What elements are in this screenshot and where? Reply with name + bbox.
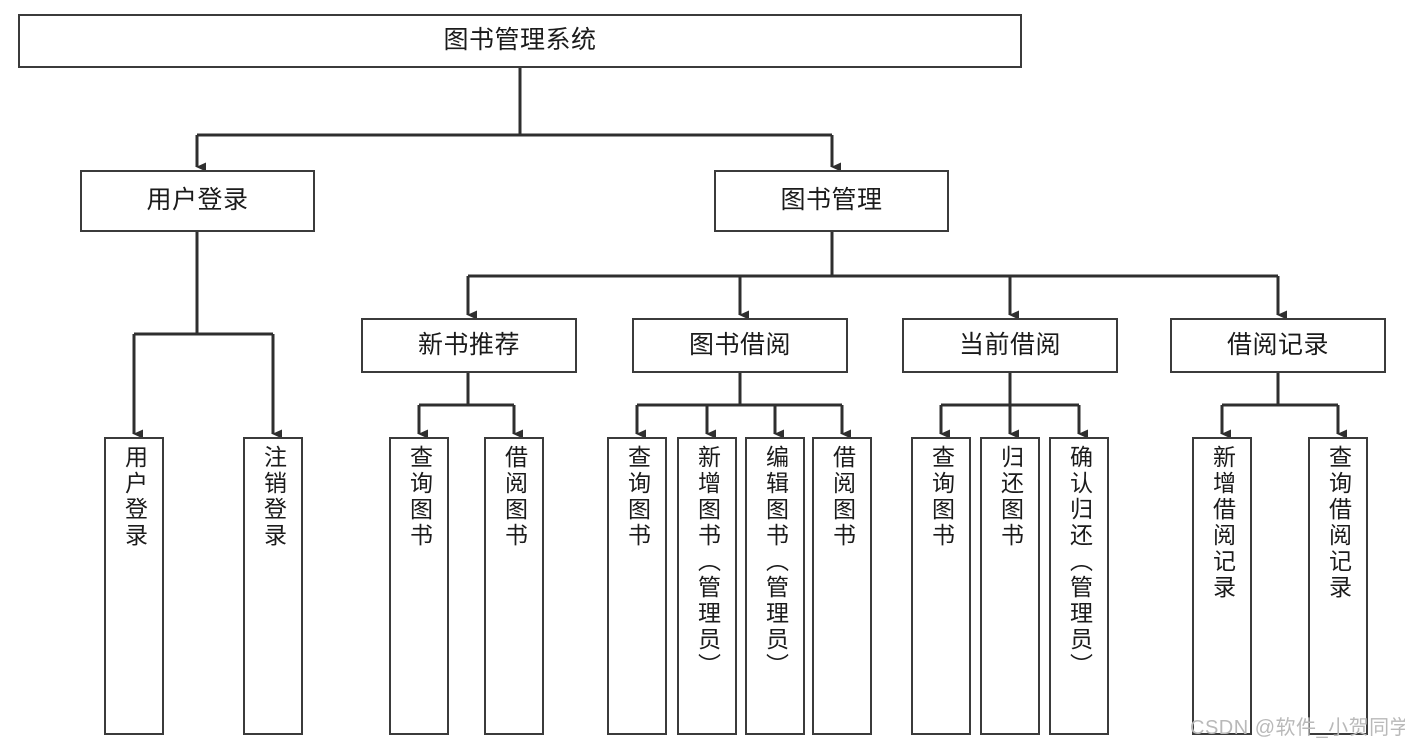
node-leaf-edit-book-admin-label: 编辑图书（管理员）	[762, 445, 789, 679]
node-leaf-add-book-admin[interactable]: 新增图书（管理员）	[677, 437, 737, 735]
node-leaf-logout-login-label: 注销登录	[260, 445, 287, 549]
node-leaf-query-borrow-record[interactable]: 查询借阅记录	[1308, 437, 1368, 735]
node-new-book-recommend-label: 新书推荐	[417, 330, 520, 359]
node-leaf-borrow-book-borrow[interactable]: 借阅图书	[812, 437, 872, 735]
csdn-watermark: CSDN @软件_小贺同学	[1190, 717, 1405, 739]
node-leaf-query-book-borrow-label: 查询图书	[624, 445, 651, 549]
node-leaf-query-book-recommend[interactable]: 查询图书	[389, 437, 449, 735]
node-leaf-borrow-book-borrow-label: 借阅图书	[829, 445, 856, 549]
node-root-book-management-system[interactable]: 图书管理系统	[18, 14, 1022, 68]
node-book-management-label: 图书管理	[780, 186, 883, 215]
node-leaf-query-book-recommend-label: 查询图书	[406, 445, 433, 549]
node-borrow-record[interactable]: 借阅记录	[1170, 318, 1386, 373]
node-leaf-add-borrow-record-label: 新增借阅记录	[1209, 445, 1236, 601]
node-book-management[interactable]: 图书管理	[714, 170, 949, 232]
node-leaf-edit-book-admin[interactable]: 编辑图书（管理员）	[745, 437, 805, 735]
node-leaf-query-book-borrow[interactable]: 查询图书	[607, 437, 667, 735]
node-leaf-borrow-book-recommend-label: 借阅图书	[501, 445, 528, 549]
node-current-borrow-label: 当前借阅	[958, 330, 1061, 359]
node-leaf-return-book-label: 归还图书	[997, 445, 1024, 549]
node-leaf-query-book-current[interactable]: 查询图书	[911, 437, 971, 735]
node-leaf-return-book[interactable]: 归还图书	[980, 437, 1040, 735]
node-leaf-add-book-admin-label: 新增图书（管理员）	[694, 445, 721, 679]
node-leaf-add-borrow-record[interactable]: 新增借阅记录	[1192, 437, 1252, 735]
node-leaf-logout-login[interactable]: 注销登录	[243, 437, 303, 735]
node-book-borrow[interactable]: 图书借阅	[632, 318, 848, 373]
node-book-borrow-label: 图书借阅	[688, 330, 791, 359]
node-new-book-recommend[interactable]: 新书推荐	[361, 318, 577, 373]
node-leaf-confirm-return-admin-label: 确认归还（管理员）	[1066, 445, 1093, 679]
node-leaf-query-book-current-label: 查询图书	[928, 445, 955, 549]
node-current-borrow[interactable]: 当前借阅	[902, 318, 1118, 373]
node-root-label: 图书管理系统	[443, 26, 597, 55]
node-user-login[interactable]: 用户登录	[80, 170, 315, 232]
node-leaf-user-login[interactable]: 用户登录	[104, 437, 164, 735]
node-borrow-record-label: 借阅记录	[1226, 330, 1329, 359]
node-leaf-user-login-label: 用户登录	[121, 445, 148, 549]
node-leaf-query-borrow-record-label: 查询借阅记录	[1325, 445, 1352, 601]
node-leaf-confirm-return-admin[interactable]: 确认归还（管理员）	[1049, 437, 1109, 735]
node-user-login-label: 用户登录	[146, 186, 249, 215]
node-leaf-borrow-book-recommend[interactable]: 借阅图书	[484, 437, 544, 735]
